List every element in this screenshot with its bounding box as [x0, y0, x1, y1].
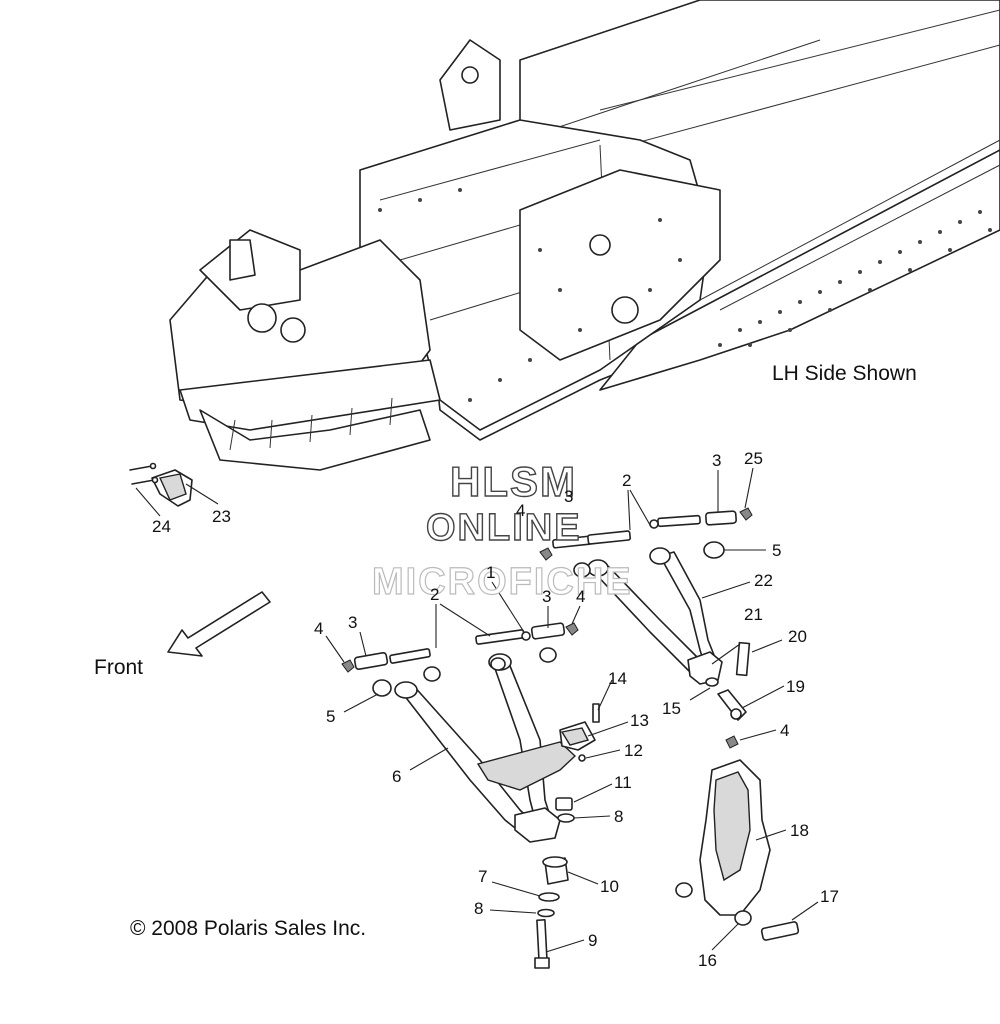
- callout-3-mid: 3: [542, 587, 551, 606]
- callout-2-mid: 2: [430, 585, 439, 604]
- callout-3-left: 3: [348, 613, 357, 632]
- copyright-notice: © 2008 Polaris Sales Inc.: [130, 917, 366, 940]
- callout-19: 19: [786, 677, 805, 696]
- callout-13: 13: [630, 711, 649, 730]
- callout-10: 10: [600, 877, 619, 896]
- callout-4-top: 4: [516, 501, 525, 520]
- callout-8-top: 8: [614, 807, 623, 826]
- callout-25: 25: [744, 449, 763, 468]
- lower-arm-hardware: [341, 622, 579, 673]
- front-arrow-icon: [167, 591, 271, 657]
- chassis-rivets: [378, 188, 992, 402]
- callout-22: 22: [754, 571, 773, 590]
- tie-rod-end: [705, 641, 751, 749]
- callout-11: 11: [614, 773, 632, 792]
- callout-14: 14: [608, 669, 627, 688]
- callout-23: 23: [212, 507, 231, 526]
- callout-15: 15: [662, 699, 681, 718]
- callout-18: 18: [790, 821, 809, 840]
- chassis-tunnel: [169, 0, 1000, 471]
- watermark-line-3: MICROFICHE: [372, 561, 633, 603]
- front-label: Front: [94, 656, 143, 679]
- callout-5-right: 5: [772, 541, 781, 560]
- side-shown-note: LH Side Shown: [772, 362, 917, 385]
- upper-a-arm: [539, 507, 753, 685]
- callout-12: 12: [624, 741, 643, 760]
- watermark: HLSM ONLINE MICROFICHE: [371, 457, 633, 603]
- callout-6: 6: [392, 767, 401, 786]
- leader-lines: [135, 467, 819, 953]
- steering-spindle: [675, 759, 800, 941]
- callout-3-top: 3: [564, 487, 573, 506]
- callout-5-left: 5: [326, 707, 335, 726]
- callout-2-top: 2: [622, 471, 631, 490]
- callout-7: 7: [478, 867, 487, 886]
- watermark-line-1: HLSM: [450, 458, 577, 505]
- callout-4-mid: 4: [576, 587, 585, 606]
- callout-17: 17: [820, 887, 839, 906]
- callout-16: 16: [698, 951, 717, 970]
- lower-a-arm: [372, 647, 577, 843]
- watermark-line-2: ONLINE: [426, 507, 582, 549]
- callout-20: 20: [788, 627, 807, 646]
- shock-mount-bracket: [559, 703, 600, 762]
- callout-1: 1: [486, 563, 495, 582]
- callout-9: 9: [588, 931, 597, 950]
- callout-21: 21: [744, 605, 763, 624]
- callout-labels: 1 2 2 2 3 3 3 3 4 4 4 4 5 5 6 7 8 8 9 10…: [152, 449, 839, 970]
- callout-24: 24: [152, 517, 171, 536]
- callout-4-left: 4: [314, 619, 323, 638]
- callout-3-top-right: 3: [712, 451, 721, 470]
- callout-8-bottom: 8: [474, 899, 483, 918]
- bumper-bracket: [129, 462, 193, 507]
- callout-4-right: 4: [780, 721, 789, 740]
